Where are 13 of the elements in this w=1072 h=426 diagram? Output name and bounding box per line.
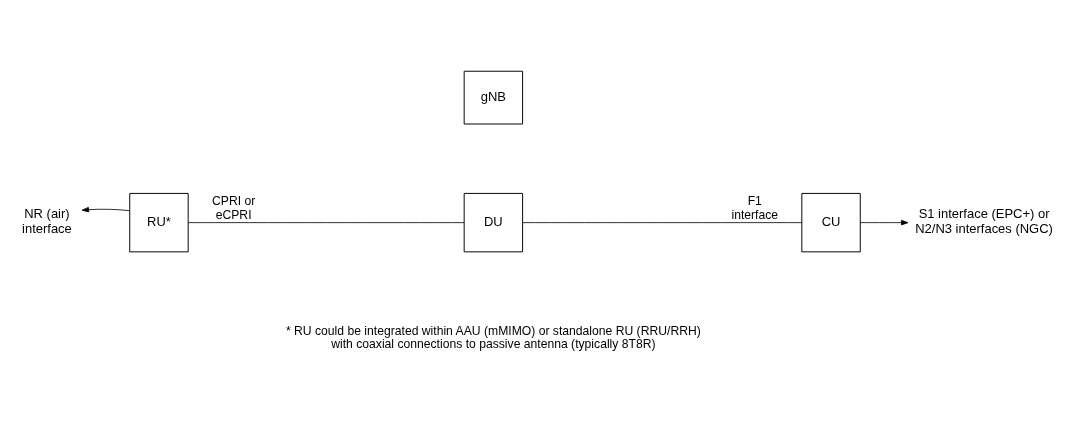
- arrow: [859, 219, 909, 225]
- edge-label: F1 interface: [731, 193, 779, 222]
- node-box: gNB: [463, 70, 524, 124]
- label: * RU could be integrated within AAU (mMIMO) or standalone RU (RRU/RRH) with coaxial connections to passive antenna (typically 8T8R): [285, 323, 701, 351]
- node-box: DU: [463, 192, 524, 252]
- connector: [522, 221, 803, 223]
- node-box: RU*: [129, 192, 189, 252]
- node-text: NR (air) interface: [22, 205, 72, 236]
- node-text: S1 interface (EPC+) or N2/N3 interfaces (NGC): [915, 205, 1053, 236]
- node-box: CU: [801, 192, 861, 252]
- arrow: [81, 206, 130, 212]
- connector: [188, 221, 465, 223]
- edge-label: CPRI or eCPRI: [212, 193, 256, 222]
